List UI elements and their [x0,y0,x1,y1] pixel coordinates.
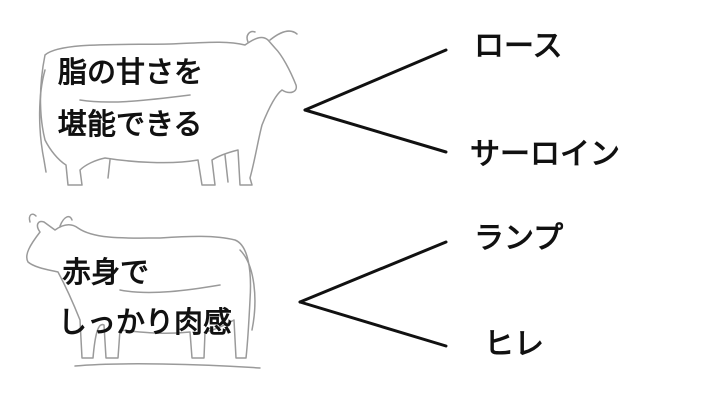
line-to-rump [298,240,448,304]
connector-lines [298,48,448,348]
cut-label-rump: ランプ [474,221,564,256]
description-line: 赤身で [62,255,150,289]
cut-label-sirloin: サーロイン [470,137,620,172]
description-line: 脂の甘さを [58,55,204,89]
line-to-sirloin [303,108,448,154]
cut-label-fillet: ヒレ [484,327,544,362]
cow-illustration-top [38,30,298,186]
group-1-description: 脂の甘さを 堪能できる [58,52,203,144]
cow-illustration-bottom [26,213,261,369]
line-to-fillet [298,300,448,348]
description-line: しっかり肉感 [58,305,233,339]
description-line: 堪能できる [58,107,203,141]
group-2-description: 赤身で しっかり肉感 [58,252,232,342]
cut-label-loin: ロース [474,29,563,64]
line-to-loin [303,48,448,112]
